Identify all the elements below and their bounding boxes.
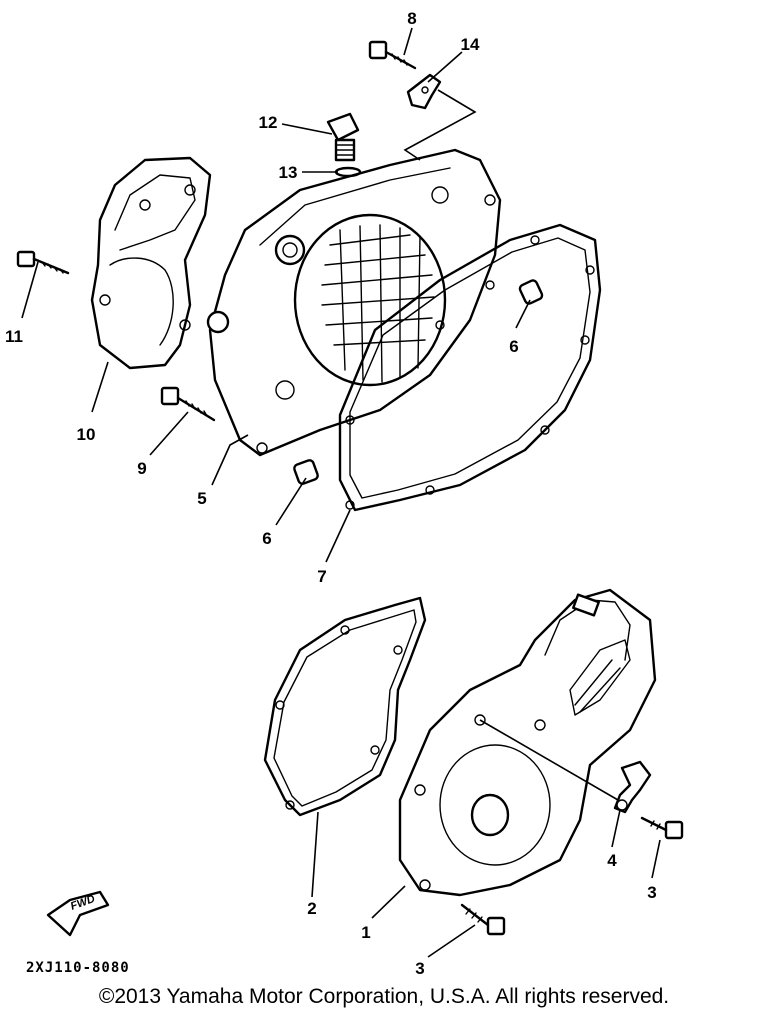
callout-6-upper: 6 bbox=[509, 337, 518, 356]
part-11-bolt[interactable] bbox=[16, 250, 70, 275]
callout-3-lower: 3 bbox=[415, 959, 424, 978]
part-8-bolt[interactable] bbox=[368, 40, 417, 70]
callout-3-right: 3 bbox=[647, 883, 656, 902]
part-6-dowel-pin-lower[interactable] bbox=[293, 459, 319, 485]
part-13-o-ring[interactable] bbox=[334, 166, 362, 178]
part-3-bolt-right[interactable] bbox=[640, 816, 684, 840]
part-6-dowel-pin-upper[interactable] bbox=[518, 279, 544, 305]
part-1-crankcase-cover-lower[interactable] bbox=[398, 588, 657, 897]
callout-2: 2 bbox=[307, 899, 316, 918]
callout-6-lower: 6 bbox=[262, 529, 271, 548]
callout-1: 1 bbox=[361, 923, 370, 942]
callout-5: 5 bbox=[197, 489, 206, 508]
part-9-bolt[interactable] bbox=[160, 386, 216, 422]
callout-9: 9 bbox=[137, 459, 146, 478]
callout-13: 13 bbox=[279, 163, 298, 182]
fwd-arrow-icon: FWD bbox=[46, 890, 110, 937]
callout-8: 8 bbox=[407, 9, 416, 28]
part-2-gasket[interactable] bbox=[263, 596, 427, 817]
copyright-notice: ©2013 Yamaha Motor Corporation, U.S.A. A… bbox=[98, 985, 670, 1008]
part-5-crankcase-cover[interactable] bbox=[206, 148, 502, 457]
callout-10: 10 bbox=[77, 425, 96, 444]
part-7-gasket[interactable] bbox=[338, 223, 602, 512]
callout-4: 4 bbox=[607, 851, 617, 870]
drawing-code: 2XJ110-8080 bbox=[26, 960, 130, 976]
callout-12: 12 bbox=[259, 113, 278, 132]
callout-11: 11 bbox=[5, 327, 23, 346]
part-12-filler-plug[interactable] bbox=[326, 112, 360, 162]
part-3-bolt-lower[interactable] bbox=[460, 903, 506, 936]
part-10-side-cover[interactable] bbox=[90, 156, 212, 370]
part-4-clamp[interactable] bbox=[613, 760, 652, 814]
callout-14: 14 bbox=[461, 35, 480, 54]
callout-7: 7 bbox=[317, 567, 326, 586]
callout-labels: 8 14 12 13 11 10 6 9 5 6 7 2 1 4 3 3 bbox=[5, 9, 657, 978]
part-14-clamp[interactable] bbox=[406, 73, 442, 110]
leader-lines bbox=[21, 27, 661, 958]
